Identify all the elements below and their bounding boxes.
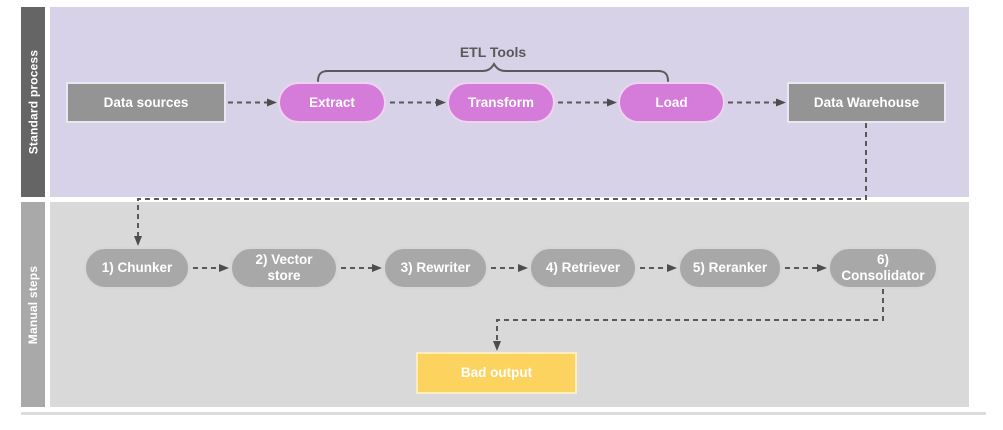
node-data-sources: Data sources [66, 82, 226, 123]
lane-manual-steps-labelbar: Manual steps [21, 202, 45, 407]
lane-manual-steps-label: Manual steps [26, 265, 41, 344]
node-step-reranker: 5) Reranker [678, 247, 782, 289]
node-load: Load [618, 82, 725, 123]
etl-tools-label: ETL Tools [459, 44, 527, 60]
node-step-vector-store: 2) Vector store [230, 247, 338, 289]
node-step-chunker: 1) Chunker [84, 247, 190, 289]
node-extract: Extract [278, 82, 386, 123]
lane-standard-process-label: Standard process [26, 49, 41, 155]
node-data-warehouse: Data Warehouse [787, 82, 946, 123]
node-transform: Transform [447, 82, 555, 123]
node-step-retriever: 4) Retriever [529, 247, 637, 289]
node-step-consolidator: 6) Consolidator [828, 247, 938, 289]
diagram-bottom-border [21, 412, 986, 415]
lane-standard-process-labelbar: Standard process [21, 7, 45, 197]
node-bad-output: Bad output [416, 352, 577, 394]
node-step-rewriter: 3) Rewriter [383, 247, 488, 289]
